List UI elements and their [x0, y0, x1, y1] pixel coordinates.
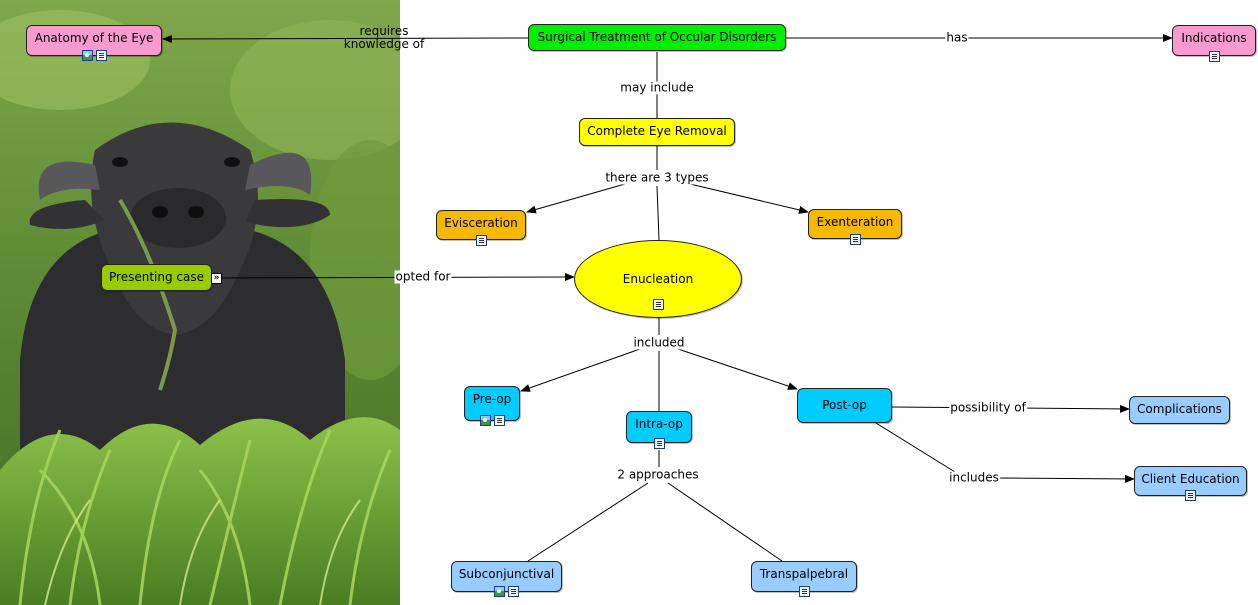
phrase-opted-for: opted for	[394, 269, 452, 284]
phrase-includes: includes	[948, 470, 1000, 485]
document-resource-icon[interactable]	[652, 299, 664, 310]
concept-enucleation[interactable]: Enucleation	[574, 240, 742, 318]
document-resource-icon[interactable]	[95, 50, 107, 61]
image-resource-icon[interactable]	[81, 50, 93, 61]
concept-label: Complications	[1137, 402, 1222, 416]
document-resource-icon[interactable]	[849, 234, 861, 245]
concept-complications[interactable]: Complications	[1129, 396, 1230, 424]
concept-indications[interactable]: Indications	[1172, 25, 1256, 62]
concept-label: Exenteration	[816, 215, 894, 229]
image-resource-icon[interactable]	[494, 586, 505, 597]
phrase-possibility: possibility of	[949, 400, 1027, 415]
concept-label: Indications	[1181, 31, 1247, 45]
document-resource-icon[interactable]	[1208, 51, 1220, 62]
concept-label: Surgical Treatment of Occular Disorders	[537, 30, 777, 44]
phrase-has: has	[945, 30, 969, 45]
concept-label: Intra-op	[635, 417, 683, 431]
phrase-requires: requires knowledge of	[343, 24, 425, 51]
phrase-may-include: may include	[619, 80, 695, 95]
concept-label: Evisceration	[444, 216, 518, 230]
concept-client-education[interactable]: Client Education	[1134, 466, 1247, 501]
concept-presenting-case[interactable]: Presenting case	[101, 264, 212, 291]
document-resource-icon[interactable]	[1185, 490, 1196, 501]
concept-label: Transpalpebral	[759, 567, 849, 581]
concept-intra-op[interactable]: Intra-op	[626, 411, 692, 449]
phrase-approaches: 2 approaches	[616, 467, 700, 482]
concept-label: Anatomy of the Eye	[34, 31, 154, 45]
nested-map-icon[interactable]: »	[211, 273, 222, 284]
document-resource-icon[interactable]	[475, 235, 487, 246]
concept-label: Complete Eye Removal	[587, 124, 727, 138]
concept-evisceration[interactable]: Evisceration	[436, 210, 526, 246]
concept-label: Subconjunctival	[458, 567, 555, 581]
phrase-three-types: there are 3 types	[604, 170, 710, 185]
concept-label: Client Education	[1141, 472, 1240, 486]
concept-surgical-treatment[interactable]: Surgical Treatment of Occular Disorders	[528, 24, 786, 51]
document-resource-icon[interactable]	[508, 586, 519, 597]
concept-label: Enucleation	[622, 272, 694, 286]
concept-exenteration[interactable]: Exenteration	[808, 209, 902, 245]
document-resource-icon[interactable]	[798, 586, 810, 597]
concept-label: Pre-op	[472, 392, 512, 406]
link-requires	[162, 34, 529, 43]
document-resource-icon[interactable]	[653, 438, 665, 449]
link-opted-for	[211, 273, 575, 282]
link-includes	[875, 422, 956, 473]
concept-transpalpebral[interactable]: Transpalpebral	[751, 561, 857, 597]
concept-pre-op[interactable]: Pre-op	[464, 386, 520, 426]
phrase-included: included	[632, 335, 686, 350]
image-resource-icon[interactable]	[479, 415, 491, 426]
concept-subconjunctival[interactable]: Subconjunctival	[451, 561, 562, 597]
concept-post-op[interactable]: Post-op	[797, 388, 892, 423]
concept-label: Post-op	[822, 398, 867, 412]
concept-complete-eye-removal[interactable]: Complete Eye Removal	[579, 118, 735, 146]
document-resource-icon[interactable]	[493, 415, 505, 426]
concept-label: Presenting case	[109, 270, 204, 284]
concept-anatomy-of-the-eye[interactable]: Anatomy of the Eye	[26, 25, 162, 61]
